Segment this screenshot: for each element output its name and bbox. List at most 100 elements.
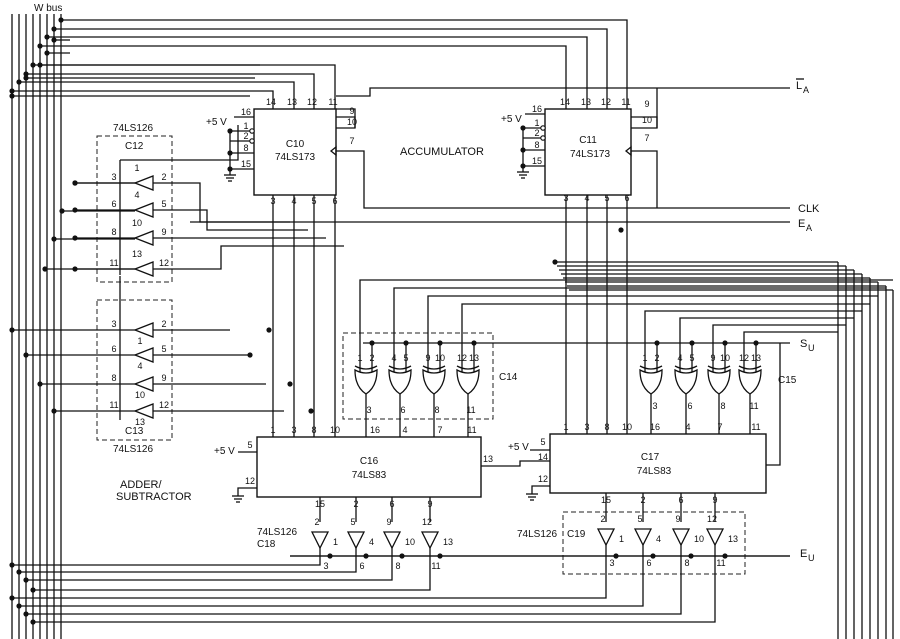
pin-number: 11 [467, 425, 476, 435]
pin-number: 1 [357, 353, 362, 363]
pin-number: 15 [241, 159, 251, 169]
pin-number: 8 [684, 558, 689, 568]
svg-text:S: S [800, 338, 807, 350]
pin-number: 7 [349, 136, 354, 146]
inversion-bubble [540, 125, 546, 131]
pin-number: 8 [111, 373, 116, 383]
pin-number: 11 [621, 97, 630, 107]
w-bus-label: W bus [34, 3, 62, 14]
xor-gate [354, 368, 378, 395]
pin-number: 13 [135, 417, 145, 427]
tri-state-buffer [133, 376, 154, 392]
pin-number: 6 [359, 561, 364, 571]
junction-dot [51, 408, 57, 414]
pin-number: 1 [333, 537, 338, 547]
c15-name: C15 [778, 375, 797, 386]
c16-supply-label: +5 V [214, 446, 235, 457]
pin-number: 6 [332, 196, 337, 206]
pin-number: 14 [538, 452, 548, 462]
pin-number: 5 [689, 353, 694, 363]
junction-dot [266, 327, 272, 333]
junction-dot [72, 207, 78, 213]
tri-state-buffer [705, 528, 725, 547]
c19-name: C19 [567, 529, 586, 540]
pin-number: 1 [137, 336, 142, 346]
pin-number: 9 [161, 373, 166, 383]
junction-dot [689, 340, 695, 346]
pin-number: 5 [161, 344, 166, 354]
pin-number: 1 [270, 425, 275, 435]
junction-dot [16, 569, 22, 575]
junction-dot [471, 340, 477, 346]
junction-dot [58, 17, 64, 23]
tri-state-buffer [133, 347, 154, 363]
pin-number: 13 [751, 353, 761, 363]
pin-number: 10 [405, 537, 415, 547]
signal-clk: CLK [798, 203, 820, 215]
pin-number: 12 [538, 474, 548, 484]
pin-number: 6 [646, 558, 651, 568]
junction-dot [59, 208, 65, 214]
pin-number: 8 [434, 405, 439, 415]
signal-su: S U [800, 338, 815, 353]
pin-number: 15 [601, 495, 611, 505]
pin-number: 2 [534, 128, 539, 138]
pin-number: 14 [560, 97, 570, 107]
pin-number: 5 [540, 437, 545, 447]
pin-number: 8 [243, 143, 248, 153]
pin-number: 13 [443, 537, 453, 547]
pin-number: 5 [161, 199, 166, 209]
junction-dot [37, 381, 43, 387]
pin-number: 6 [111, 344, 116, 354]
svg-text:U: U [808, 343, 815, 353]
adder-label-line2: SUBTRACTOR [116, 491, 192, 503]
pin-number: 13 [469, 353, 479, 363]
tri-state-buffer [133, 230, 154, 246]
pin-number: 10 [330, 425, 340, 435]
junction-dot [72, 180, 78, 186]
tri-state-buffer [671, 528, 691, 547]
c14-name: C14 [499, 372, 518, 383]
pin-number: 5 [637, 514, 642, 524]
c18-part: 74LS126 [257, 527, 297, 538]
pin-number: 9 [644, 99, 649, 109]
xor-gate [707, 368, 731, 395]
junction-dot [72, 235, 78, 241]
svg-text:U: U [808, 553, 815, 563]
pin-number: 1 [563, 422, 568, 432]
pin-number: 5 [350, 517, 355, 527]
c16-part: 74LS83 [352, 470, 387, 481]
pin-number: 16 [370, 425, 380, 435]
pin-number: 2 [314, 517, 319, 527]
inversion-bubble [249, 128, 255, 134]
pin-number: 12 [601, 97, 611, 107]
register-c11: C11 74LS173 +5 V [501, 108, 632, 196]
junction-dot [520, 163, 526, 169]
pin-number: 3 [584, 422, 589, 432]
svg-text:A: A [803, 85, 809, 95]
pin-number: 11 [749, 401, 758, 411]
svg-text:L: L [796, 80, 802, 92]
c13-name: C13 [125, 426, 144, 437]
xor-gate [388, 368, 412, 395]
junction-dot [9, 327, 15, 333]
tri-state-buffer [133, 403, 154, 419]
junction-dot [16, 603, 22, 609]
pin-number: 9 [710, 353, 715, 363]
junction-dot [227, 128, 233, 134]
svg-text:E: E [798, 218, 805, 230]
pin-number: 10 [347, 117, 357, 127]
tri-state-buffer [596, 528, 616, 547]
inversion-bubble [249, 138, 255, 144]
junction-dot [308, 408, 314, 414]
c12-name: C12 [125, 141, 144, 152]
adder-c16: C16 74LS83 +5 V [214, 436, 482, 498]
pin-number: 6 [624, 193, 629, 203]
pin-number: 8 [111, 227, 116, 237]
pin-number: 11 [328, 97, 337, 107]
pin-number: 9 [386, 517, 391, 527]
pin-number: 8 [311, 425, 316, 435]
pin-number: 3 [323, 561, 328, 571]
pin-number: 6 [687, 401, 692, 411]
